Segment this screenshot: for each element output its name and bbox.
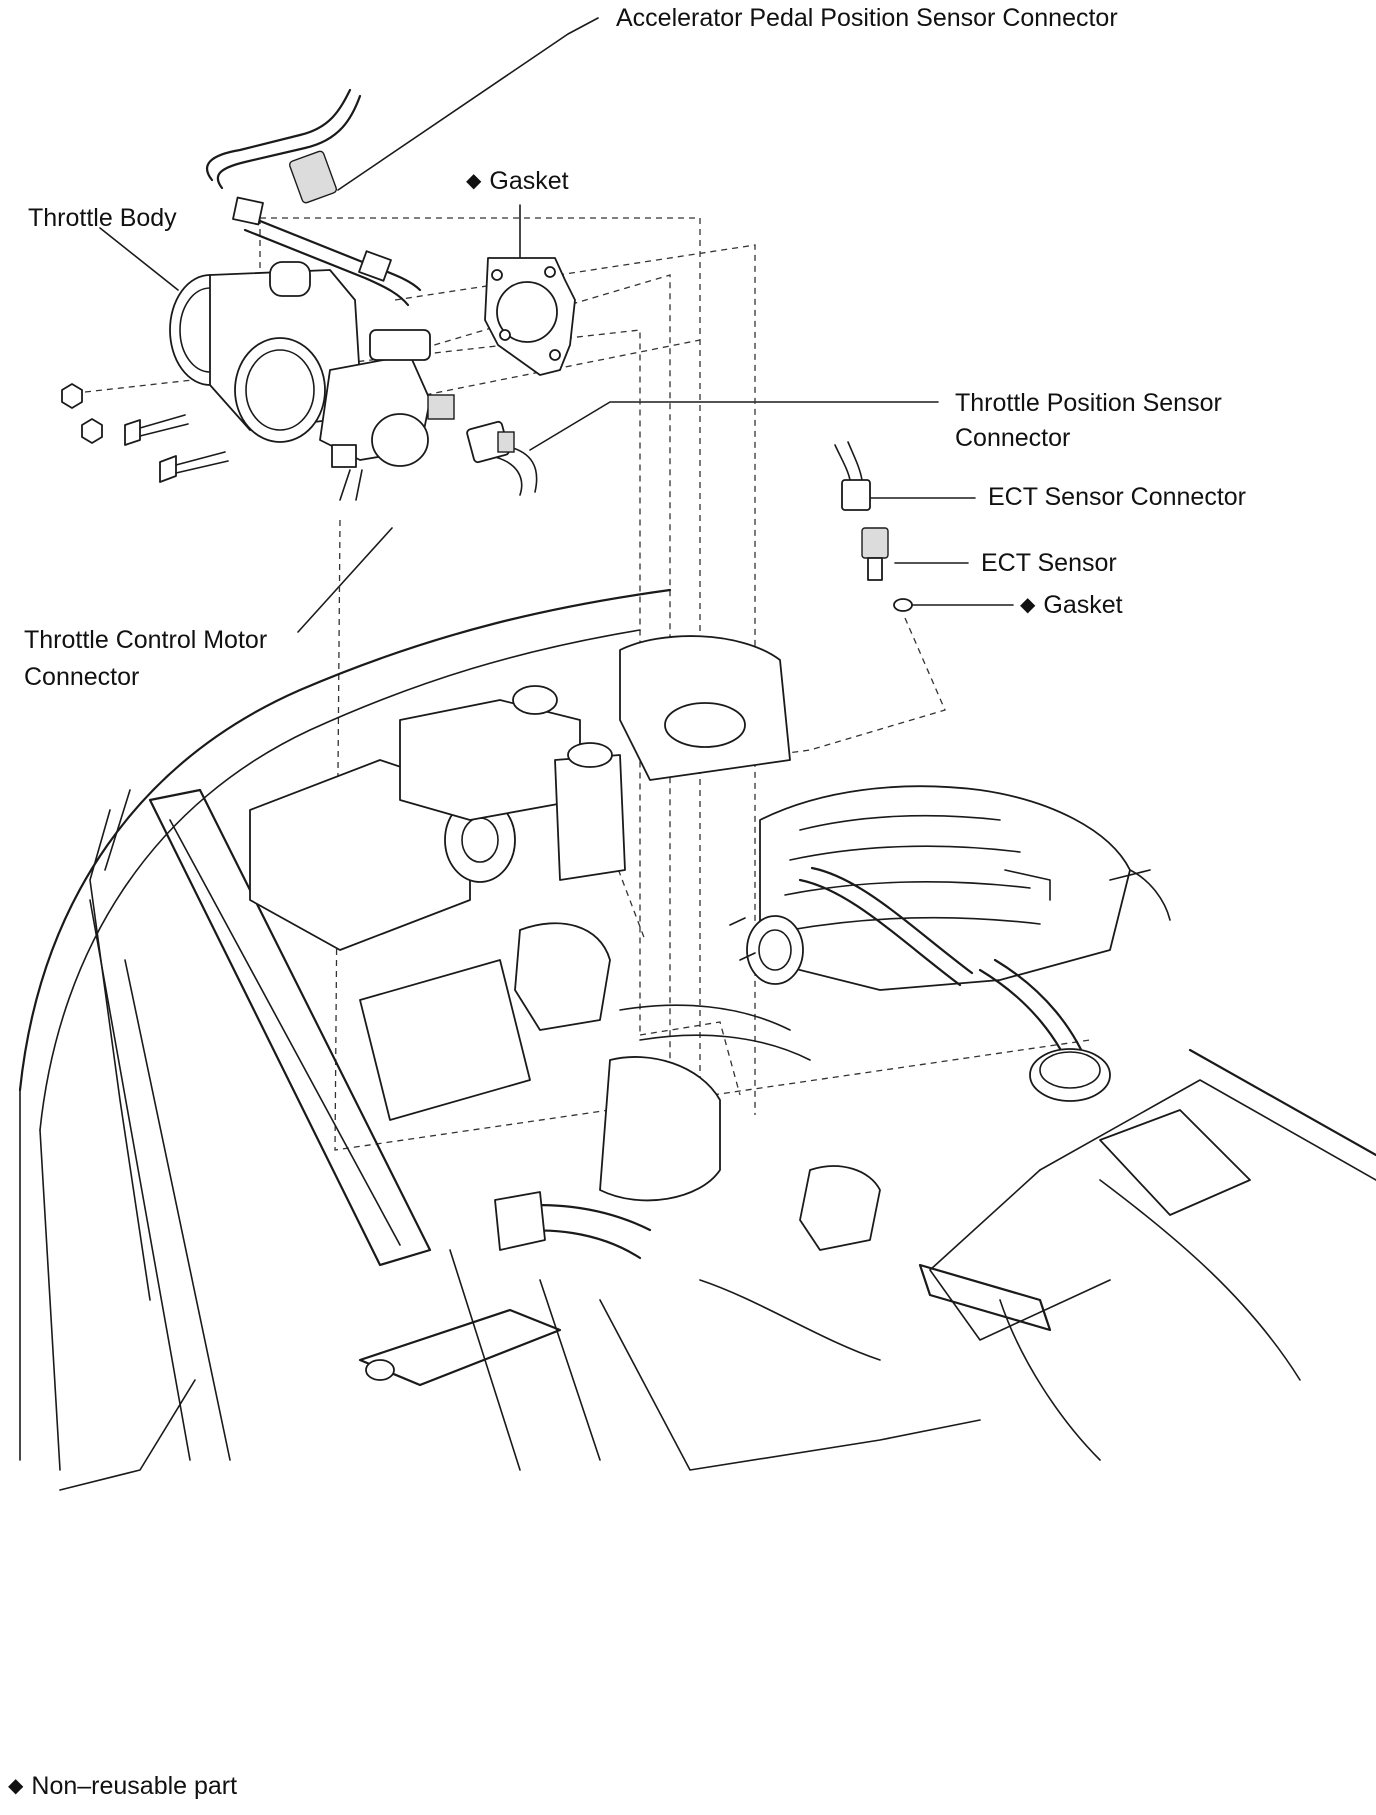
legend-non-reusable-text: Non–reusable part bbox=[31, 1772, 238, 1800]
label-throttle-body: Throttle Body bbox=[28, 204, 177, 232]
leader-lines bbox=[99, 17, 1014, 633]
legend-non-reusable: ◆ Non–reusable part bbox=[8, 1768, 237, 1804]
fasteners bbox=[61, 383, 229, 483]
ect-connector-shape bbox=[841, 479, 871, 511]
label-tps-connector-line1: Throttle Position Sensor bbox=[955, 389, 1222, 417]
tps-connector bbox=[466, 420, 515, 464]
leader-throttle-body bbox=[99, 227, 179, 291]
leader-accelerator-connector bbox=[337, 17, 599, 191]
label-accelerator-pedal-connector: Accelerator Pedal Position Sensor Connec… bbox=[616, 4, 1118, 32]
nut-1 bbox=[61, 383, 83, 409]
label-gasket-ect: ◆ Gasket bbox=[1020, 587, 1123, 623]
ect-sensor-shape bbox=[861, 527, 889, 559]
label-ect-sensor: ECT Sensor bbox=[981, 549, 1117, 577]
throttle-body-gasket bbox=[484, 257, 576, 376]
label-gasket-ect-text: Gasket bbox=[1043, 591, 1123, 619]
non-reusable-diamond-icon: ◆ bbox=[1020, 594, 1036, 616]
label-ect-sensor-connector: ECT Sensor Connector bbox=[988, 483, 1246, 511]
non-reusable-diamond-icon: ◆ bbox=[8, 1775, 24, 1797]
label-gasket-throttle: ◆ Gasket bbox=[466, 163, 569, 199]
label-motor-connector-line1: Throttle Control Motor bbox=[24, 626, 268, 654]
non-reusable-diamond-icon: ◆ bbox=[466, 170, 482, 192]
bolt-1-head bbox=[124, 419, 141, 446]
leader-motor-connector bbox=[297, 527, 393, 633]
throttle-body bbox=[169, 261, 455, 501]
wire-harness bbox=[206, 88, 538, 496]
ect-gasket-shape bbox=[893, 598, 913, 612]
label-gasket-throttle-text: Gasket bbox=[489, 167, 569, 195]
label-tps-connector-line2: Connector bbox=[955, 424, 1071, 452]
nut-2 bbox=[81, 418, 103, 444]
bolt-2-head bbox=[159, 455, 177, 483]
ect-sensor-group bbox=[834, 441, 913, 612]
engine-bay bbox=[18, 588, 1376, 1491]
leader-tps-connector bbox=[529, 401, 939, 451]
label-motor-connector-line2: Connector bbox=[24, 663, 140, 691]
